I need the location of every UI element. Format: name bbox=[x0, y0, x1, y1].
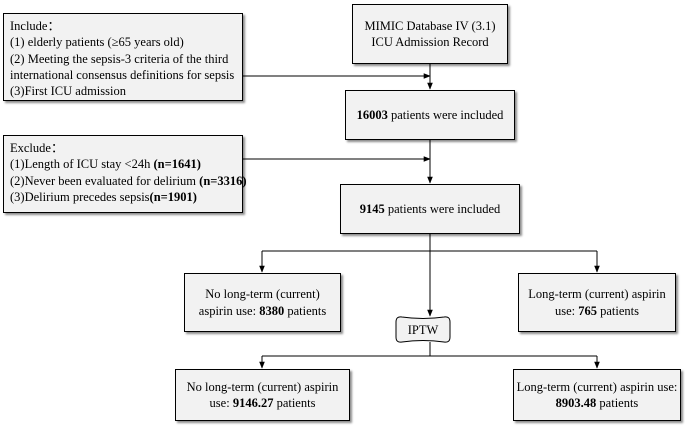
group-aspirin-box: Long-term (current) aspirin use: 765 pat… bbox=[518, 273, 676, 332]
group-no-line1: No long-term (current) bbox=[205, 287, 320, 302]
source-database-box: MIMIC Database IV (3.1) ICU Admission Re… bbox=[352, 4, 508, 64]
exclude-item: (2)Never been evaluated for delirium (n=… bbox=[10, 173, 247, 188]
step2-included-box: 9145 patients were included bbox=[340, 184, 520, 234]
step2-label: patients were included bbox=[384, 201, 501, 216]
weighted-no-aspirin-box: No long-term (current) aspirin use: 9146… bbox=[175, 369, 350, 421]
weighted-yes-line2: 8903.48 patients bbox=[555, 396, 639, 410]
group-yes-line1: Long-term (current) aspirin bbox=[528, 287, 666, 302]
include-item: (2) Meeting the sepsis-3 criteria of the… bbox=[10, 51, 229, 66]
include-criteria-box: Include： (1) elderly patients (≥65 years… bbox=[3, 13, 243, 101]
iptw-shape bbox=[395, 316, 451, 343]
weighted-aspirin-box: Long-term (current) aspirin use: 8903.48… bbox=[513, 369, 681, 421]
group-no-aspirin-box: No long-term (current) aspirin use: 8380… bbox=[184, 273, 341, 332]
step2-text: 9145 patients were included bbox=[360, 201, 501, 217]
exclude-title: Exclude： bbox=[10, 141, 64, 155]
source-line: MIMIC Database IV (3.1) bbox=[364, 18, 496, 33]
include-title: Include： bbox=[10, 19, 60, 33]
iptw-label: IPTW bbox=[407, 322, 439, 337]
include-item: (3)First ICU admission bbox=[10, 84, 126, 98]
group-yes-line2: use: 765 patients bbox=[554, 303, 640, 318]
source-line: ICU Admission Record bbox=[371, 35, 489, 49]
step1-included-box: 16003 patients were included bbox=[345, 90, 515, 140]
include-item: (1) elderly patients (≥65 years old) bbox=[10, 35, 184, 50]
weighted-no-line1: No long-term (current) aspirin bbox=[186, 379, 339, 394]
group-no-line2: aspirin use: 8380 patients bbox=[198, 303, 327, 318]
weighted-no-line2: use: 9146.27 patients bbox=[209, 396, 316, 410]
exclude-item: (1)Length of ICU stay <24h (n=1641) bbox=[10, 157, 201, 172]
include-item: international consensus definitions for … bbox=[10, 67, 235, 82]
step2-count: 9145 bbox=[359, 201, 385, 216]
step1-count: 16003 bbox=[356, 107, 388, 122]
step1-label: patients were included bbox=[387, 107, 504, 122]
exclude-criteria-box: Exclude： (1)Length of ICU stay <24h (n=1… bbox=[3, 135, 247, 213]
weighted-yes-line1: Long-term (current) aspirin use: bbox=[516, 379, 678, 394]
step1-text: 16003 patients were included bbox=[357, 107, 504, 123]
exclude-item: (3)Delirium precedes sepsis(n=1901) bbox=[10, 189, 197, 204]
